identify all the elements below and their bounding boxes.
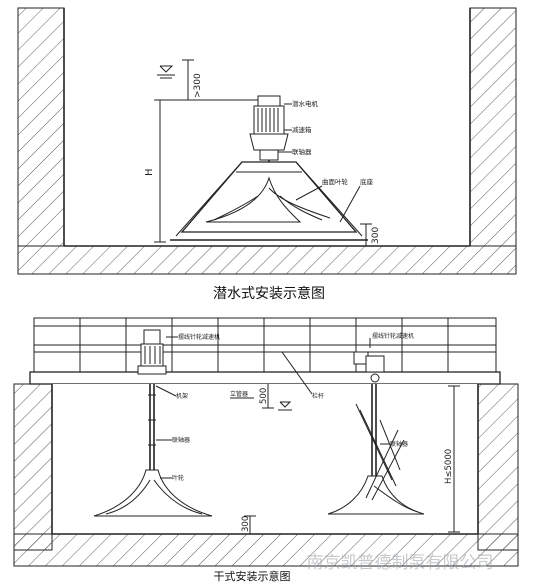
label-stand: 立管器 [230,390,248,398]
railing [33,317,497,373]
label-coupling-right: 联轴器 [390,440,408,448]
label-impeller: 叶轮 [172,474,184,482]
label-reducer: 减速箱 [292,125,312,134]
dim-depth-top: >300 [193,73,203,98]
bottom-diagram: 500 H≤5000 300 摆线针轮减速机 摆线针轮减速机 机架 立管器 栏杆… [13,317,519,583]
label-impeller-blade: 曲面叶轮 [322,177,349,186]
dim-water-depth: 500 [259,388,269,404]
label-frame: 机架 [176,392,188,400]
top-left-wall [17,7,65,247]
caption-bottom: 干式安装示意图 [214,569,291,583]
dim-bottom-clearance-top: 300 [371,227,381,244]
label-top-motor: 摆线针轮减速机 [178,333,220,341]
impeller-blades [205,176,331,223]
water-level-symbol [157,65,175,79]
label-base: 底座 [360,177,374,186]
left-mixer [93,329,213,517]
label-rail: 栏杆 [312,392,324,400]
top-diagram: >300 H [17,7,517,302]
dim-height: H [144,168,155,176]
platform [29,371,501,385]
dim-bottom-clearance-bottom: 300 [241,516,251,532]
label-right-motor: 摆线针轮减速机 [372,332,414,340]
bottom-floor [13,533,519,567]
label-coupling: 联轴器 [292,147,312,156]
bottom-left-wall [13,383,53,551]
bottom-right-wall [477,383,519,551]
watermark: 南京凯普德制泵有限公司 [307,553,494,573]
caption-top: 潜水式安装示意图 [213,285,325,302]
top-right-wall [469,7,517,247]
water-level-symbol-bottom [278,401,292,411]
dim-total-height: H≤5000 [444,449,454,484]
label-coupling-left: 联轴器 [172,436,190,444]
label-motor: 潜水电机 [292,99,319,108]
submersible-motor [249,95,289,161]
right-mixer [327,351,425,515]
top-floor [17,245,517,275]
